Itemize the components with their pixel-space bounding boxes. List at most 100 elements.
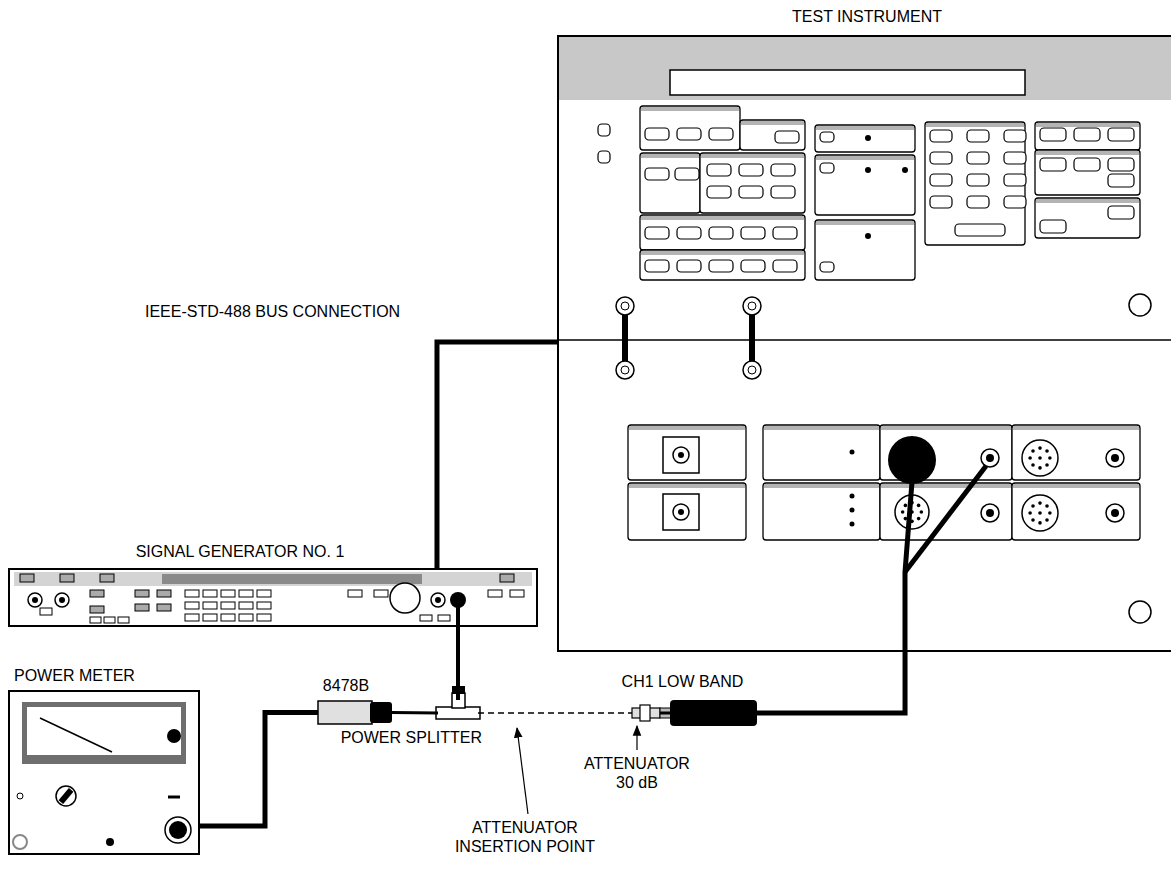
multipin-connector bbox=[1048, 511, 1052, 515]
control-panel bbox=[641, 251, 804, 255]
generator-button bbox=[221, 602, 235, 609]
control-panel bbox=[628, 483, 746, 540]
generator-button bbox=[185, 590, 199, 597]
generator-button bbox=[257, 590, 271, 597]
multipin-connector bbox=[1022, 440, 1058, 476]
multipin-connector bbox=[1038, 466, 1042, 470]
jumper-cable bbox=[621, 302, 629, 310]
multipin-connector bbox=[1022, 495, 1058, 531]
jumper-cable bbox=[748, 302, 756, 310]
generator-button bbox=[90, 617, 101, 623]
panel-button bbox=[820, 132, 834, 142]
cable-connector bbox=[660, 712, 670, 715]
multipin-connector bbox=[1038, 501, 1042, 505]
panel-button bbox=[677, 260, 701, 272]
panel-button bbox=[967, 152, 989, 164]
power-splitter: POWER SPLITTER bbox=[438, 700, 478, 726]
multipin-connector bbox=[1038, 456, 1042, 460]
cable-connector bbox=[392, 711, 438, 715]
power-meter-panel bbox=[165, 817, 191, 843]
signal-generator-panel bbox=[59, 597, 65, 603]
multipin-connector bbox=[895, 440, 1058, 531]
instrument-housing bbox=[670, 70, 1025, 95]
control-panel bbox=[1013, 426, 1139, 430]
control-panel bbox=[763, 425, 880, 480]
node-label: ATTENUATOR 30 dB bbox=[577, 754, 697, 792]
control-panel bbox=[815, 220, 915, 280]
panel-button bbox=[645, 168, 669, 180]
jumper-cable bbox=[622, 310, 628, 366]
control-panel bbox=[741, 121, 804, 125]
panel-button bbox=[1004, 174, 1026, 186]
cable-connector bbox=[437, 342, 557, 568]
cable-connector bbox=[757, 652, 905, 713]
control-panel bbox=[764, 426, 879, 430]
jumper-cable bbox=[743, 361, 761, 379]
power-meter-panel bbox=[17, 793, 23, 799]
panel-button bbox=[1004, 196, 1026, 208]
signal-generator-panel bbox=[32, 597, 38, 603]
multipin-connector bbox=[920, 510, 924, 514]
control-panel bbox=[1035, 198, 1140, 238]
control-panel bbox=[640, 250, 805, 280]
input-connector bbox=[663, 494, 699, 530]
indicator-dot bbox=[850, 522, 855, 527]
signal-generator-panel bbox=[456, 600, 460, 627]
jumper-cable bbox=[743, 297, 761, 315]
input-connector bbox=[678, 509, 684, 515]
control-panel bbox=[880, 483, 1012, 540]
control-panel bbox=[881, 426, 1011, 430]
generator-button bbox=[257, 602, 271, 609]
panel-button bbox=[645, 260, 669, 272]
power-meter-panel bbox=[13, 702, 191, 849]
indicator-dot bbox=[902, 167, 908, 173]
panel-button bbox=[930, 152, 952, 164]
panel-button bbox=[739, 164, 763, 176]
input-connector bbox=[673, 447, 689, 463]
input-connector bbox=[1111, 454, 1119, 462]
panel-button bbox=[707, 164, 731, 176]
generator-button bbox=[257, 614, 271, 621]
indicator-dot bbox=[850, 508, 855, 513]
signal-generator-panel bbox=[162, 574, 422, 584]
generator-button bbox=[374, 590, 388, 597]
panel-button bbox=[1040, 158, 1066, 171]
probe-cable bbox=[905, 466, 986, 652]
generator-button bbox=[239, 590, 253, 597]
power-meter-panel bbox=[106, 838, 114, 846]
power-sensor bbox=[318, 701, 392, 724]
generator-button bbox=[510, 590, 524, 597]
multipin-connector bbox=[1045, 504, 1049, 508]
node-label: CH1 LOW BAND bbox=[595, 672, 770, 691]
power-sensor: 8478B bbox=[318, 700, 392, 725]
indicator-dot bbox=[865, 233, 871, 239]
panel-button bbox=[598, 124, 1134, 272]
multipin-connector bbox=[917, 517, 921, 521]
multipin-connector bbox=[1031, 449, 1035, 453]
panel-button bbox=[930, 130, 952, 142]
jumper-cable bbox=[748, 366, 756, 374]
control-panel bbox=[629, 484, 745, 488]
node-label: TEST INSTRUMENT bbox=[559, 7, 1171, 26]
power-meter-panel bbox=[27, 707, 181, 755]
node-label: POWER METER bbox=[14, 666, 184, 685]
power-meter-panel bbox=[59, 788, 74, 804]
input-connector bbox=[1106, 504, 1124, 522]
panel-button bbox=[677, 227, 701, 239]
control-panel bbox=[926, 123, 1024, 127]
multipin-connector bbox=[1031, 518, 1035, 522]
generator-button bbox=[90, 590, 104, 597]
panel-button bbox=[771, 186, 795, 198]
panel-button bbox=[930, 174, 952, 186]
panel-button bbox=[820, 262, 834, 272]
panel-button bbox=[675, 168, 699, 180]
control-panel bbox=[641, 154, 699, 158]
signal-generator-panel bbox=[431, 593, 445, 607]
control-panel bbox=[815, 125, 915, 152]
multipin-connector bbox=[1038, 446, 1042, 450]
panel-button bbox=[771, 164, 795, 176]
power-meter-panel bbox=[168, 796, 180, 799]
jumper-cable bbox=[616, 361, 634, 379]
power-meter-panel bbox=[56, 786, 76, 806]
